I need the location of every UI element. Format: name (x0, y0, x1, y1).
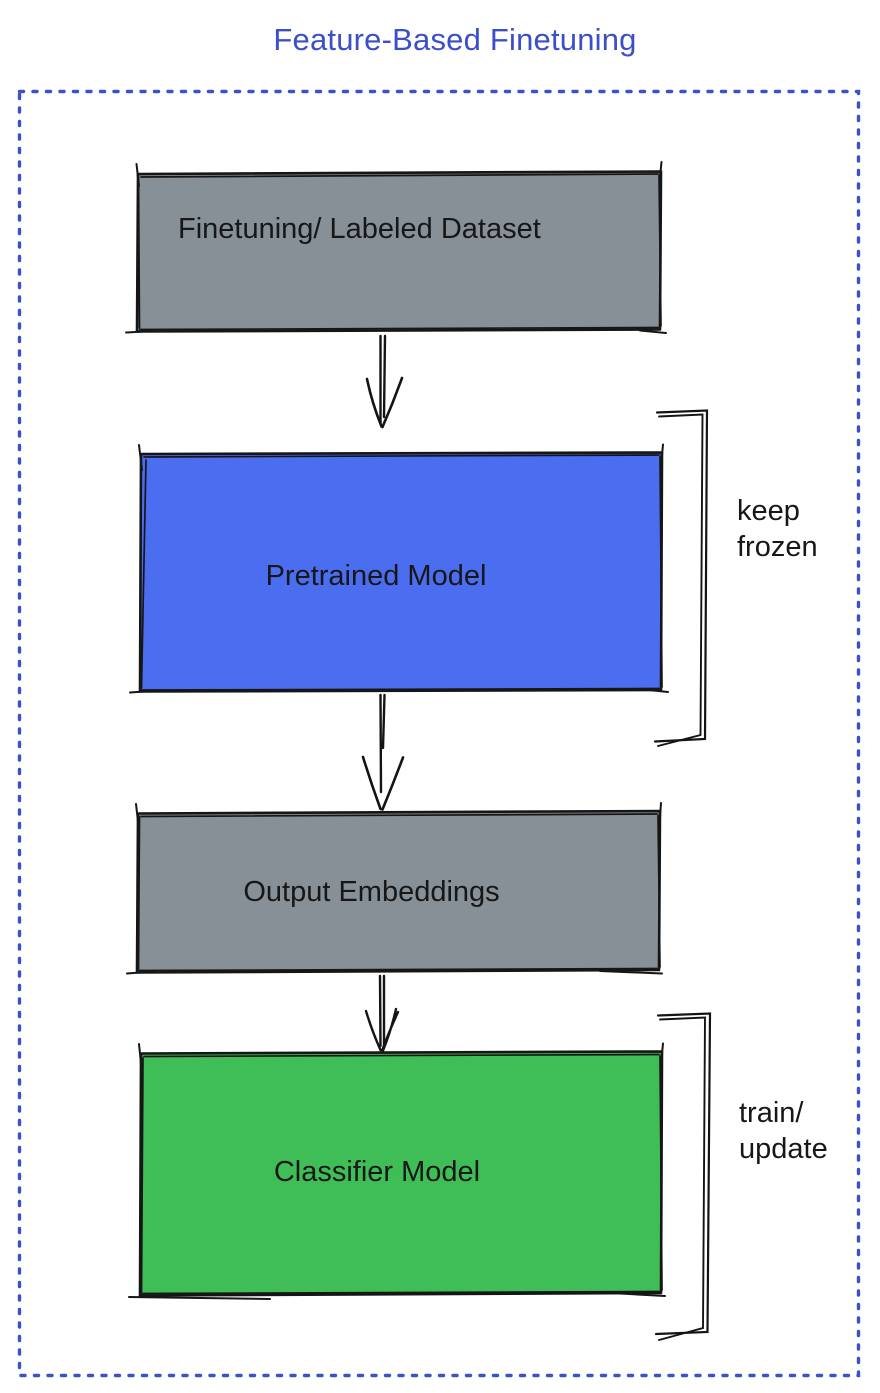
embeddings-box-fill (135, 809, 662, 974)
classifier-box-corner-ticks (128, 1042, 666, 1300)
train-update-label: train/ update (739, 1097, 828, 1165)
arrow-shaft (379, 693, 386, 794)
arrow-head (364, 1007, 400, 1053)
keep-frozen-label: keep frozen (737, 495, 818, 563)
pretrained-box-fill (138, 451, 664, 693)
classifier-box (128, 1042, 666, 1300)
embeddings-box-label: Output Embeddings (243, 876, 500, 908)
diagram-title: Feature-Based Finetuning (273, 22, 637, 57)
arrow-head (365, 376, 404, 429)
dataset-box-fill (135, 170, 663, 333)
arrow-head (361, 755, 405, 811)
pretrained-box (129, 443, 669, 694)
flow-arrow-dataset-to-pretrained (365, 334, 404, 429)
bracket-stroke (654, 1012, 712, 1336)
embeddings-box-corner-ticks (126, 802, 663, 975)
pretrained-box-label: Pretrained Model (265, 560, 487, 592)
pretrained-box-sketch-stroke (140, 454, 663, 691)
arrow-shaft (378, 974, 386, 1048)
dataset-box-label: Finetuning/ Labeled Dataset (178, 213, 541, 245)
dataset-box (125, 161, 667, 334)
classifier-box-label: Classifier Model (273, 1156, 481, 1188)
dataset-box-sketch-stroke (137, 173, 662, 331)
train-update-bracket (654, 1012, 712, 1341)
classifier-box-fill (138, 1050, 664, 1297)
bracket-sketch-stroke (657, 413, 704, 747)
classifier-box-sketch-stroke (140, 1053, 663, 1295)
embeddings-box-sketch-stroke (137, 813, 661, 972)
flow-arrow-embeddings-to-classifier (364, 974, 400, 1053)
flow-arrow-pretrained-to-embeddings (361, 693, 405, 811)
bracket-sketch-stroke (658, 1016, 706, 1341)
embeddings-box (126, 802, 663, 975)
diagram-frame (17, 89, 861, 1378)
pretrained-box-corner-ticks (129, 443, 669, 694)
arrow-shaft (379, 334, 387, 426)
dataset-box-corner-ticks (125, 161, 667, 334)
keep-frozen-bracket (653, 409, 709, 747)
